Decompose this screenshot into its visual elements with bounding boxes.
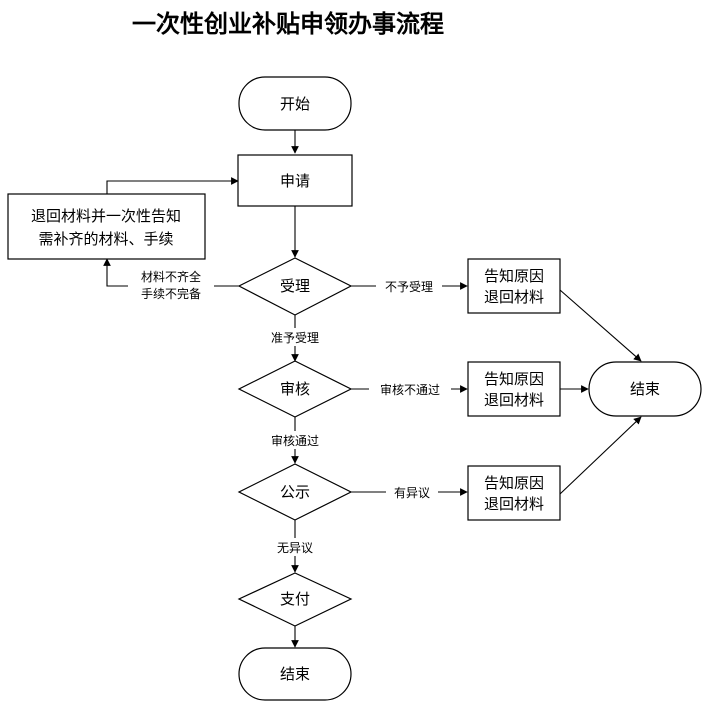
notify1-label-2: 退回材料 bbox=[484, 288, 544, 306]
start-node: 开始 bbox=[238, 76, 352, 131]
notify-node-2: 告知原因 退回材料 bbox=[467, 361, 561, 417]
notify2-label-1: 告知原因 bbox=[484, 370, 544, 388]
edge-notify3-end bbox=[559, 416, 642, 495]
page-title: 一次性创业补贴申领办事流程 bbox=[132, 10, 444, 38]
accept-label: 受理 bbox=[280, 277, 310, 295]
publicize-decision: 公示 bbox=[237, 463, 353, 521]
apply-label: 申请 bbox=[280, 172, 310, 190]
notify3-label-2: 退回材料 bbox=[484, 495, 544, 513]
edge-return-apply bbox=[106, 177, 239, 194]
publicize-label: 公示 bbox=[280, 483, 310, 501]
edge-label-review-failed: 审核不通过 bbox=[380, 382, 440, 397]
edge-notify1-end bbox=[559, 289, 642, 362]
notify3-label-1: 告知原因 bbox=[484, 474, 544, 492]
return-materials-node: 退回材料并一次性告知 需补齐的材料、手续 bbox=[7, 193, 206, 260]
edge-label-incomplete-2: 手续不完备 bbox=[141, 286, 201, 301]
apply-node: 申请 bbox=[237, 154, 353, 207]
pay-decision: 支付 bbox=[237, 572, 353, 627]
review-decision: 审核 bbox=[237, 360, 353, 418]
return-materials-label-1: 退回材料并一次性告知 bbox=[31, 207, 181, 225]
edge-labels: 材料不齐全 手续不完备 不予受理 准予受理 审核不通过 审核通过 有异议 无异议 bbox=[128, 266, 451, 556]
notify2-label-2: 退回材料 bbox=[484, 391, 544, 409]
start-label: 开始 bbox=[280, 95, 310, 113]
edge-label-review-passed: 审核通过 bbox=[271, 433, 319, 448]
notify-node-3: 告知原因 退回材料 bbox=[467, 465, 561, 521]
end-right-label: 结束 bbox=[630, 380, 660, 398]
return-materials-label-2: 需补齐的材料、手续 bbox=[38, 230, 173, 248]
end-node-right: 结束 bbox=[588, 361, 702, 417]
edge-label-incomplete-1: 材料不齐全 bbox=[141, 269, 201, 284]
review-label: 审核 bbox=[280, 380, 310, 398]
pay-label: 支付 bbox=[280, 590, 310, 608]
edge-label-accepted: 准予受理 bbox=[271, 331, 319, 345]
accept-decision: 受理 bbox=[237, 257, 353, 316]
edge-label-objection: 有异议 bbox=[394, 486, 430, 500]
edge-label-no-objection: 无异议 bbox=[277, 541, 313, 555]
end-node-bottom: 结束 bbox=[238, 647, 352, 701]
end-bottom-label: 结束 bbox=[280, 665, 310, 683]
notify1-label-1: 告知原因 bbox=[484, 267, 544, 285]
notify-node-1: 告知原因 退回材料 bbox=[467, 258, 561, 314]
edge-label-not-accepted: 不予受理 bbox=[385, 280, 433, 294]
